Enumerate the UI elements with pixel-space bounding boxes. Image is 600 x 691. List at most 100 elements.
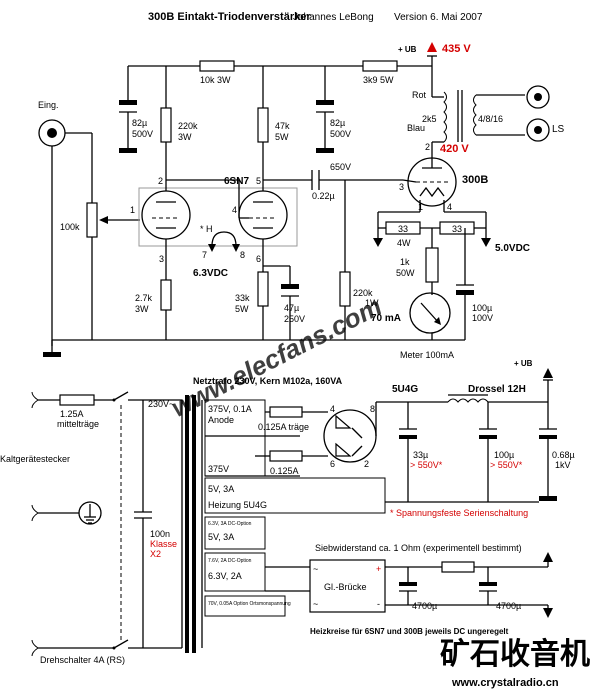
label-300b: 300B [462, 174, 488, 186]
cap-82a-plate [119, 100, 137, 105]
label-opt3: 70V, 0.05A Option Ortsmonspannung [208, 601, 291, 607]
label-100u-b: 100µ [494, 450, 514, 460]
speaker-jack-2 [526, 118, 550, 142]
power-supply-section: Netztrafo 230V, Kern M102a, 160VA 5U4G D… [0, 359, 575, 665]
pin-8: 8 [240, 250, 245, 260]
label-82a: 82µ [132, 118, 147, 128]
label-gl-bruecke: Gl.-Brücke [324, 582, 367, 592]
transformer-core-2 [192, 395, 196, 653]
pin-3-300b: 3 [399, 182, 404, 192]
amplifier-section: + UB 435 V 10k 3W 3k9 5W 82µ 500V 220k 3… [38, 42, 565, 360]
pin-7: 7 [202, 250, 207, 260]
label-33b: 33 [452, 224, 462, 234]
label-220k-b-w: 1W [365, 298, 379, 308]
tube-6sn7-b [238, 190, 288, 240]
label-opt2: 7.6V, 2A DC-Option [208, 558, 252, 564]
label-2k7-w: 3W [135, 304, 149, 314]
diode-b [335, 442, 352, 457]
label-5u4g: 5U4G [392, 384, 418, 395]
cap-47-plate [281, 284, 299, 289]
heater-loop [211, 231, 237, 247]
label-5vdc: 5.0VDC [495, 243, 530, 254]
pin-2-300b: 2 [425, 142, 430, 152]
secondary-heater-5u4g-box [204, 477, 386, 514]
label-0125: 0.125A [270, 466, 299, 476]
pin-4: 4 [232, 205, 237, 215]
label-375v-01a: 375V, 0.1A [208, 404, 252, 414]
label-33k: 33k [235, 293, 250, 303]
site-logo-url: www.crystalradio.cn [451, 677, 559, 689]
ot-secondary-coil [473, 94, 477, 136]
label-33a: 33 [398, 224, 408, 234]
tube-6sn7-a [141, 190, 191, 240]
resistor-sieb [441, 561, 475, 573]
fuse-0125 [269, 450, 303, 462]
label-33k-w: 5W [235, 304, 249, 314]
label-47u-v: 250V [284, 314, 305, 324]
label-heizung: Heizung 5U4G [208, 500, 267, 510]
pin-4-300b: 4 [447, 202, 452, 212]
cap-4700b-plate [479, 582, 497, 586]
label-82b-v: 500V [330, 129, 351, 139]
secondary-opt3-box [204, 595, 286, 617]
cap-068-plate [539, 435, 557, 439]
resistor-47k [257, 107, 269, 143]
label-650v: 650V [330, 162, 351, 172]
label-ls: LS [552, 124, 565, 135]
label-ls-taps: 4/8/16 [478, 114, 503, 124]
label-minus: - [377, 599, 380, 609]
label-33u: 33µ [413, 450, 428, 460]
label-klasse: Klasse [150, 539, 177, 549]
cap-82b-plate [316, 100, 334, 105]
cap-4700a-plate [399, 582, 417, 586]
label-drossel: Drossel 12H [468, 384, 526, 395]
label-siebwiderstand: Siebwiderstand ca. 1 Ohm (experimentell … [315, 543, 522, 553]
pin-6: 6 [256, 254, 261, 264]
label-63v: 6.3V, 2A [208, 571, 242, 581]
pin-8-5u4g: 8 [370, 404, 375, 414]
pin-2: 2 [158, 176, 163, 186]
label-rot: Rot [412, 90, 427, 100]
plus-ub-top: + UB [398, 45, 417, 54]
label-2k5: 2k5 [422, 114, 437, 124]
plug-pin-earth [31, 504, 39, 522]
label-blau: Blau [407, 123, 425, 133]
pin-2-5u4g: 2 [364, 459, 369, 469]
label-100u: 100µ [472, 303, 492, 313]
label-5v3a: 5V, 3A [208, 484, 234, 494]
label-4700b: 4700µ [496, 601, 521, 611]
site-logo: 矿石收音机 [440, 637, 590, 671]
label-opt1: 6.3V, 3A DC-Option [208, 521, 252, 527]
label-82a-v: 500V [132, 129, 153, 139]
label-fuse: 1.25A [60, 409, 84, 419]
label-70ma: 70 mA [371, 313, 401, 324]
version: Version 6. Mai 2007 [394, 12, 483, 23]
label-47k: 47k [275, 121, 290, 131]
voltage-435: 435 V [442, 43, 471, 55]
label-0125-traege: 0.125A träge [258, 422, 309, 432]
label-anode: Anode [208, 415, 234, 425]
fuse-0125-traege [269, 406, 303, 418]
label-022u: 0.22µ [312, 191, 335, 201]
label-3k9: 3k9 5W [363, 75, 394, 85]
voltage-420: 420 V [440, 143, 469, 155]
label-82b: 82µ [330, 118, 345, 128]
label-068u-v: 1kV [555, 460, 571, 470]
label-kaltgeraete: Kaltgerätestecker [0, 454, 70, 464]
choke-coil [447, 398, 489, 403]
label-100k: 100k [60, 222, 80, 232]
label-10k: 10k 3W [200, 75, 231, 85]
label-5v3a-b: 5V, 3A [208, 532, 234, 542]
label-068u: 0.68µ [552, 450, 575, 460]
ground-82b [316, 148, 334, 153]
resistor-1k [425, 247, 439, 283]
pin-5: 5 [256, 176, 261, 186]
fuse-1-25a [59, 394, 95, 406]
pin-3: 3 [159, 254, 164, 264]
label-220k-b: 220k [353, 288, 373, 298]
watermark: www.elecfans.com [166, 291, 386, 423]
label-220k-a-w: 3W [178, 132, 192, 142]
tube-6sn7-outline [138, 187, 298, 247]
label-plus: + [376, 564, 381, 574]
